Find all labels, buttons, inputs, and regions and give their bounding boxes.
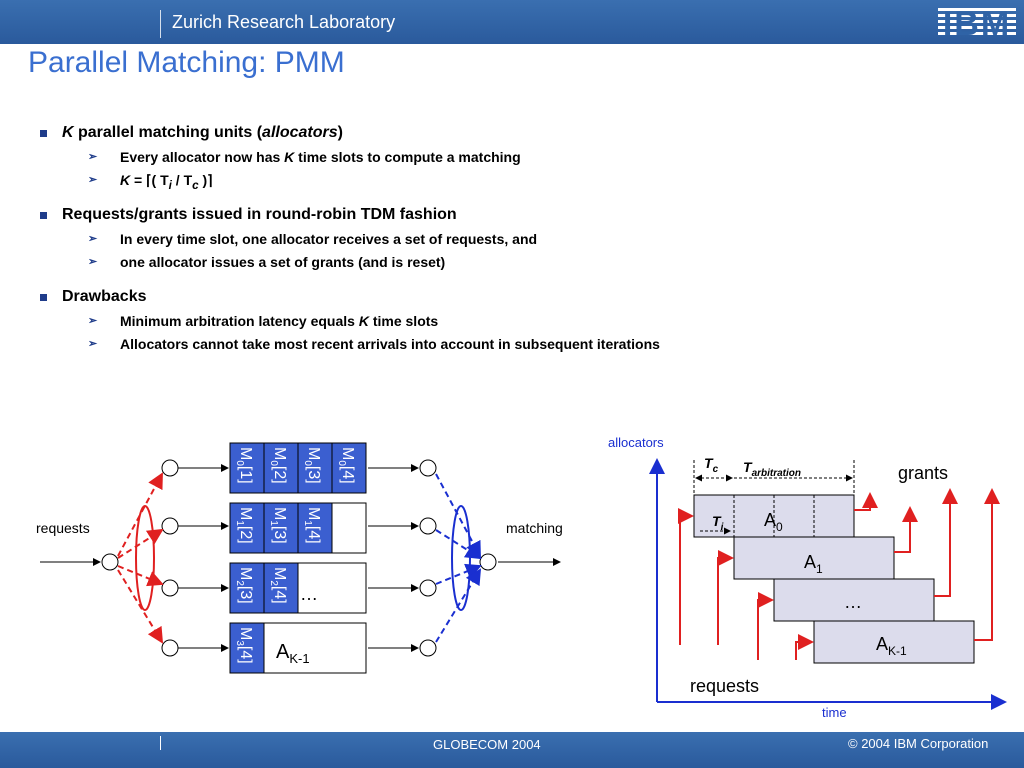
svg-text:M1[3]: M1[3] [268, 507, 288, 544]
ibm-logo-text: IBM [943, 6, 1011, 38]
arrow-bullet-icon: ➢ [88, 151, 98, 163]
page-title: Parallel Matching: PMM [28, 46, 345, 79]
tdm-timing-diagram: allocators time grants requests Tc Tarbi… [608, 435, 1007, 720]
input-nodes [161, 459, 229, 657]
footer-separator [160, 736, 161, 750]
svg-text:A1: A1 [804, 552, 823, 576]
svg-text:M0[4]: M0[4] [336, 447, 356, 484]
blue-collector [435, 473, 482, 643]
bullet-square-icon [40, 130, 47, 137]
allocator-row-1: M1[2] M1[3] M1[4] [229, 502, 367, 554]
allocator-row-3: M3[4] AK-1 [229, 622, 367, 674]
requests-label: requests [36, 520, 90, 536]
svg-text:…: … [844, 592, 862, 612]
arrow-bullet-icon: ➢ [88, 233, 98, 245]
output-nodes [368, 459, 437, 657]
svg-text:M2[4]: M2[4] [268, 567, 288, 604]
pmm-structure-diagram: requests matching [36, 442, 563, 674]
sub-bullet: ➢Allocators cannot take most recent arri… [40, 333, 940, 356]
svg-text:M0[1]: M0[1] [234, 447, 254, 484]
svg-text:M0[2]: M0[2] [268, 447, 288, 484]
allocator-row-2: M2[3] M2[4] … [229, 562, 367, 614]
bullet-square-icon [40, 294, 47, 301]
svg-text:M2[3]: M2[3] [234, 567, 254, 604]
bullet-square-icon [40, 212, 47, 219]
allocator-box-0: A0 Ti [693, 494, 855, 538]
svg-text:A0: A0 [764, 510, 783, 534]
allocator-box-2: … [773, 578, 935, 622]
bullet-allocators: K parallel matching units (allocators) [40, 124, 940, 146]
svg-text:M1[4]: M1[4] [302, 507, 322, 544]
matching-label: matching [506, 520, 563, 536]
arrow-bullet-icon: ➢ [88, 315, 98, 327]
sub-bullet: ➢one allocator issues a set of grants (a… [40, 251, 940, 274]
svg-text:Tc: Tc [704, 455, 719, 475]
lab-name: Zurich Research Laboratory [172, 12, 396, 32]
bullet-round-robin: Requests/grants issued in round-robin TD… [40, 206, 940, 228]
allocator-row-0: M0[1] M0[2] M0[3] M0[4] [229, 442, 367, 494]
allocator-box-3: AK-1 [813, 620, 975, 664]
conference-label: GLOBECOM 2004 [433, 737, 541, 752]
svg-text:AK-1: AK-1 [276, 641, 310, 666]
requests-label-right: requests [690, 676, 759, 696]
bullet-drawbacks: Drawbacks [40, 288, 940, 310]
svg-text:…: … [300, 584, 318, 604]
sub-bullet-formula: ➢K = ⌈( Ti / Tc )⌉ [40, 169, 940, 192]
svg-text:M1[2]: M1[2] [234, 507, 254, 544]
copyright-label: © 2004 IBM Corporation [848, 736, 989, 751]
svg-text:M0[3]: M0[3] [302, 447, 322, 484]
request-arrows [678, 508, 814, 660]
allocators-axis-label: allocators [608, 435, 664, 450]
footer-bar: GLOBECOM 2004 © 2004 IBM Corporation [0, 732, 1024, 768]
sub-bullet: ➢Every allocator now has K time slots to… [40, 146, 940, 169]
ibm-logo: IBM [938, 6, 1016, 38]
svg-text:Tarbitration: Tarbitration [743, 459, 801, 479]
svg-text:AK-1: AK-1 [876, 634, 907, 658]
time-axis-label: time [822, 705, 847, 720]
arrow-bullet-icon: ➢ [88, 338, 98, 350]
arrow-bullet-icon: ➢ [88, 256, 98, 268]
header-separator [160, 10, 161, 38]
arrow-bullet-icon: ➢ [88, 174, 98, 186]
grant-arrows [854, 488, 1000, 641]
svg-text:M3[4]: M3[4] [234, 627, 254, 664]
sub-bullet: ➢Minimum arbitration latency equals K ti… [40, 310, 940, 333]
grants-label: grants [898, 463, 948, 483]
red-distributor [117, 472, 164, 644]
bullet-list: K parallel matching units (allocators) ➢… [40, 124, 940, 356]
sub-bullet: ➢In every time slot, one allocator recei… [40, 228, 940, 251]
allocator-box-1: A1 [733, 536, 895, 580]
header-bar: Zurich Research Laboratory IBM [0, 0, 1024, 44]
svg-text:Ti: Ti [712, 513, 724, 533]
